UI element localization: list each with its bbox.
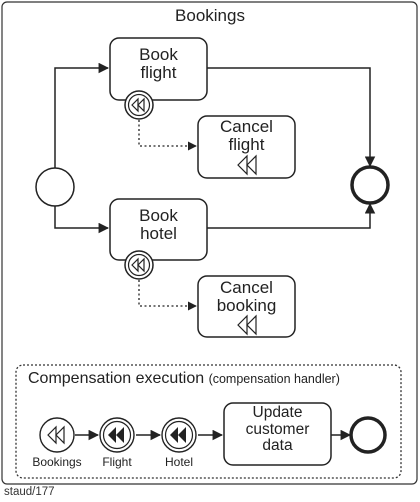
event-label-flight: Flight xyxy=(102,455,132,469)
cancel-flight-label: Cancel flight xyxy=(198,117,295,155)
book-hotel-label: Book hotel xyxy=(110,206,207,244)
compensation-start-event xyxy=(39,417,75,453)
compensation-boundary-event-flight xyxy=(124,90,154,120)
compensation-association-flight xyxy=(138,120,197,151)
handler-title: Compensation execution (compensation han… xyxy=(28,370,340,388)
event-label-bookings: Bookings xyxy=(32,455,82,469)
event-label-hotel: Hotel xyxy=(164,455,193,469)
update-task-label-line: Update xyxy=(252,404,303,421)
book-hotel-task xyxy=(109,198,208,261)
update-task-label-line: data xyxy=(262,437,293,455)
flow-book-flight-to-end xyxy=(207,67,376,168)
cancel-booking-label: Cancel booking xyxy=(198,278,295,316)
compensation-marker-icon xyxy=(237,154,257,176)
compensation-association-hotel xyxy=(138,280,197,311)
compensation-throw-event-hotel xyxy=(161,417,197,453)
cancel-flight-label-line: flight xyxy=(228,135,265,155)
book-flight-label: Book flight xyxy=(110,45,207,83)
handler-end-event xyxy=(349,416,387,454)
update-task-label-line: customer xyxy=(245,420,310,438)
compensation-handler-group xyxy=(15,364,402,479)
compensation-boundary-event-hotel xyxy=(124,250,154,280)
book-flight-label-line: Book xyxy=(139,45,178,64)
flow-start-to-book-hotel xyxy=(54,206,110,234)
frame-title: Bookings xyxy=(175,6,245,25)
cancel-flight-label-line: Cancel xyxy=(220,117,273,136)
book-flight-task xyxy=(109,37,208,101)
bookings-frame xyxy=(1,1,418,485)
cancel-booking-task xyxy=(197,275,296,338)
start-event xyxy=(35,167,75,207)
cancel-flight-task xyxy=(197,115,296,179)
book-flight-label-line: flight xyxy=(140,63,177,83)
book-hotel-label-line: hotel xyxy=(140,224,177,244)
source-footer: staud/177 xyxy=(4,486,55,498)
handler-title-main: Compensation execution xyxy=(28,370,205,387)
update-customer-data-task xyxy=(223,402,332,466)
update-customer-data-label: Update customer data xyxy=(224,404,331,455)
book-hotel-label-line: Book xyxy=(139,206,178,225)
cancel-booking-label-line: Cancel xyxy=(220,278,273,297)
compensation-throw-event-flight xyxy=(99,417,135,453)
end-event xyxy=(350,165,390,205)
flow-start-to-book-flight xyxy=(54,62,110,168)
compensation-marker-icon xyxy=(237,314,257,336)
cancel-booking-label-line: booking xyxy=(216,296,277,316)
handler-title-sub: (compensation handler) xyxy=(208,372,340,386)
flow-book-hotel-to-end xyxy=(207,202,376,229)
